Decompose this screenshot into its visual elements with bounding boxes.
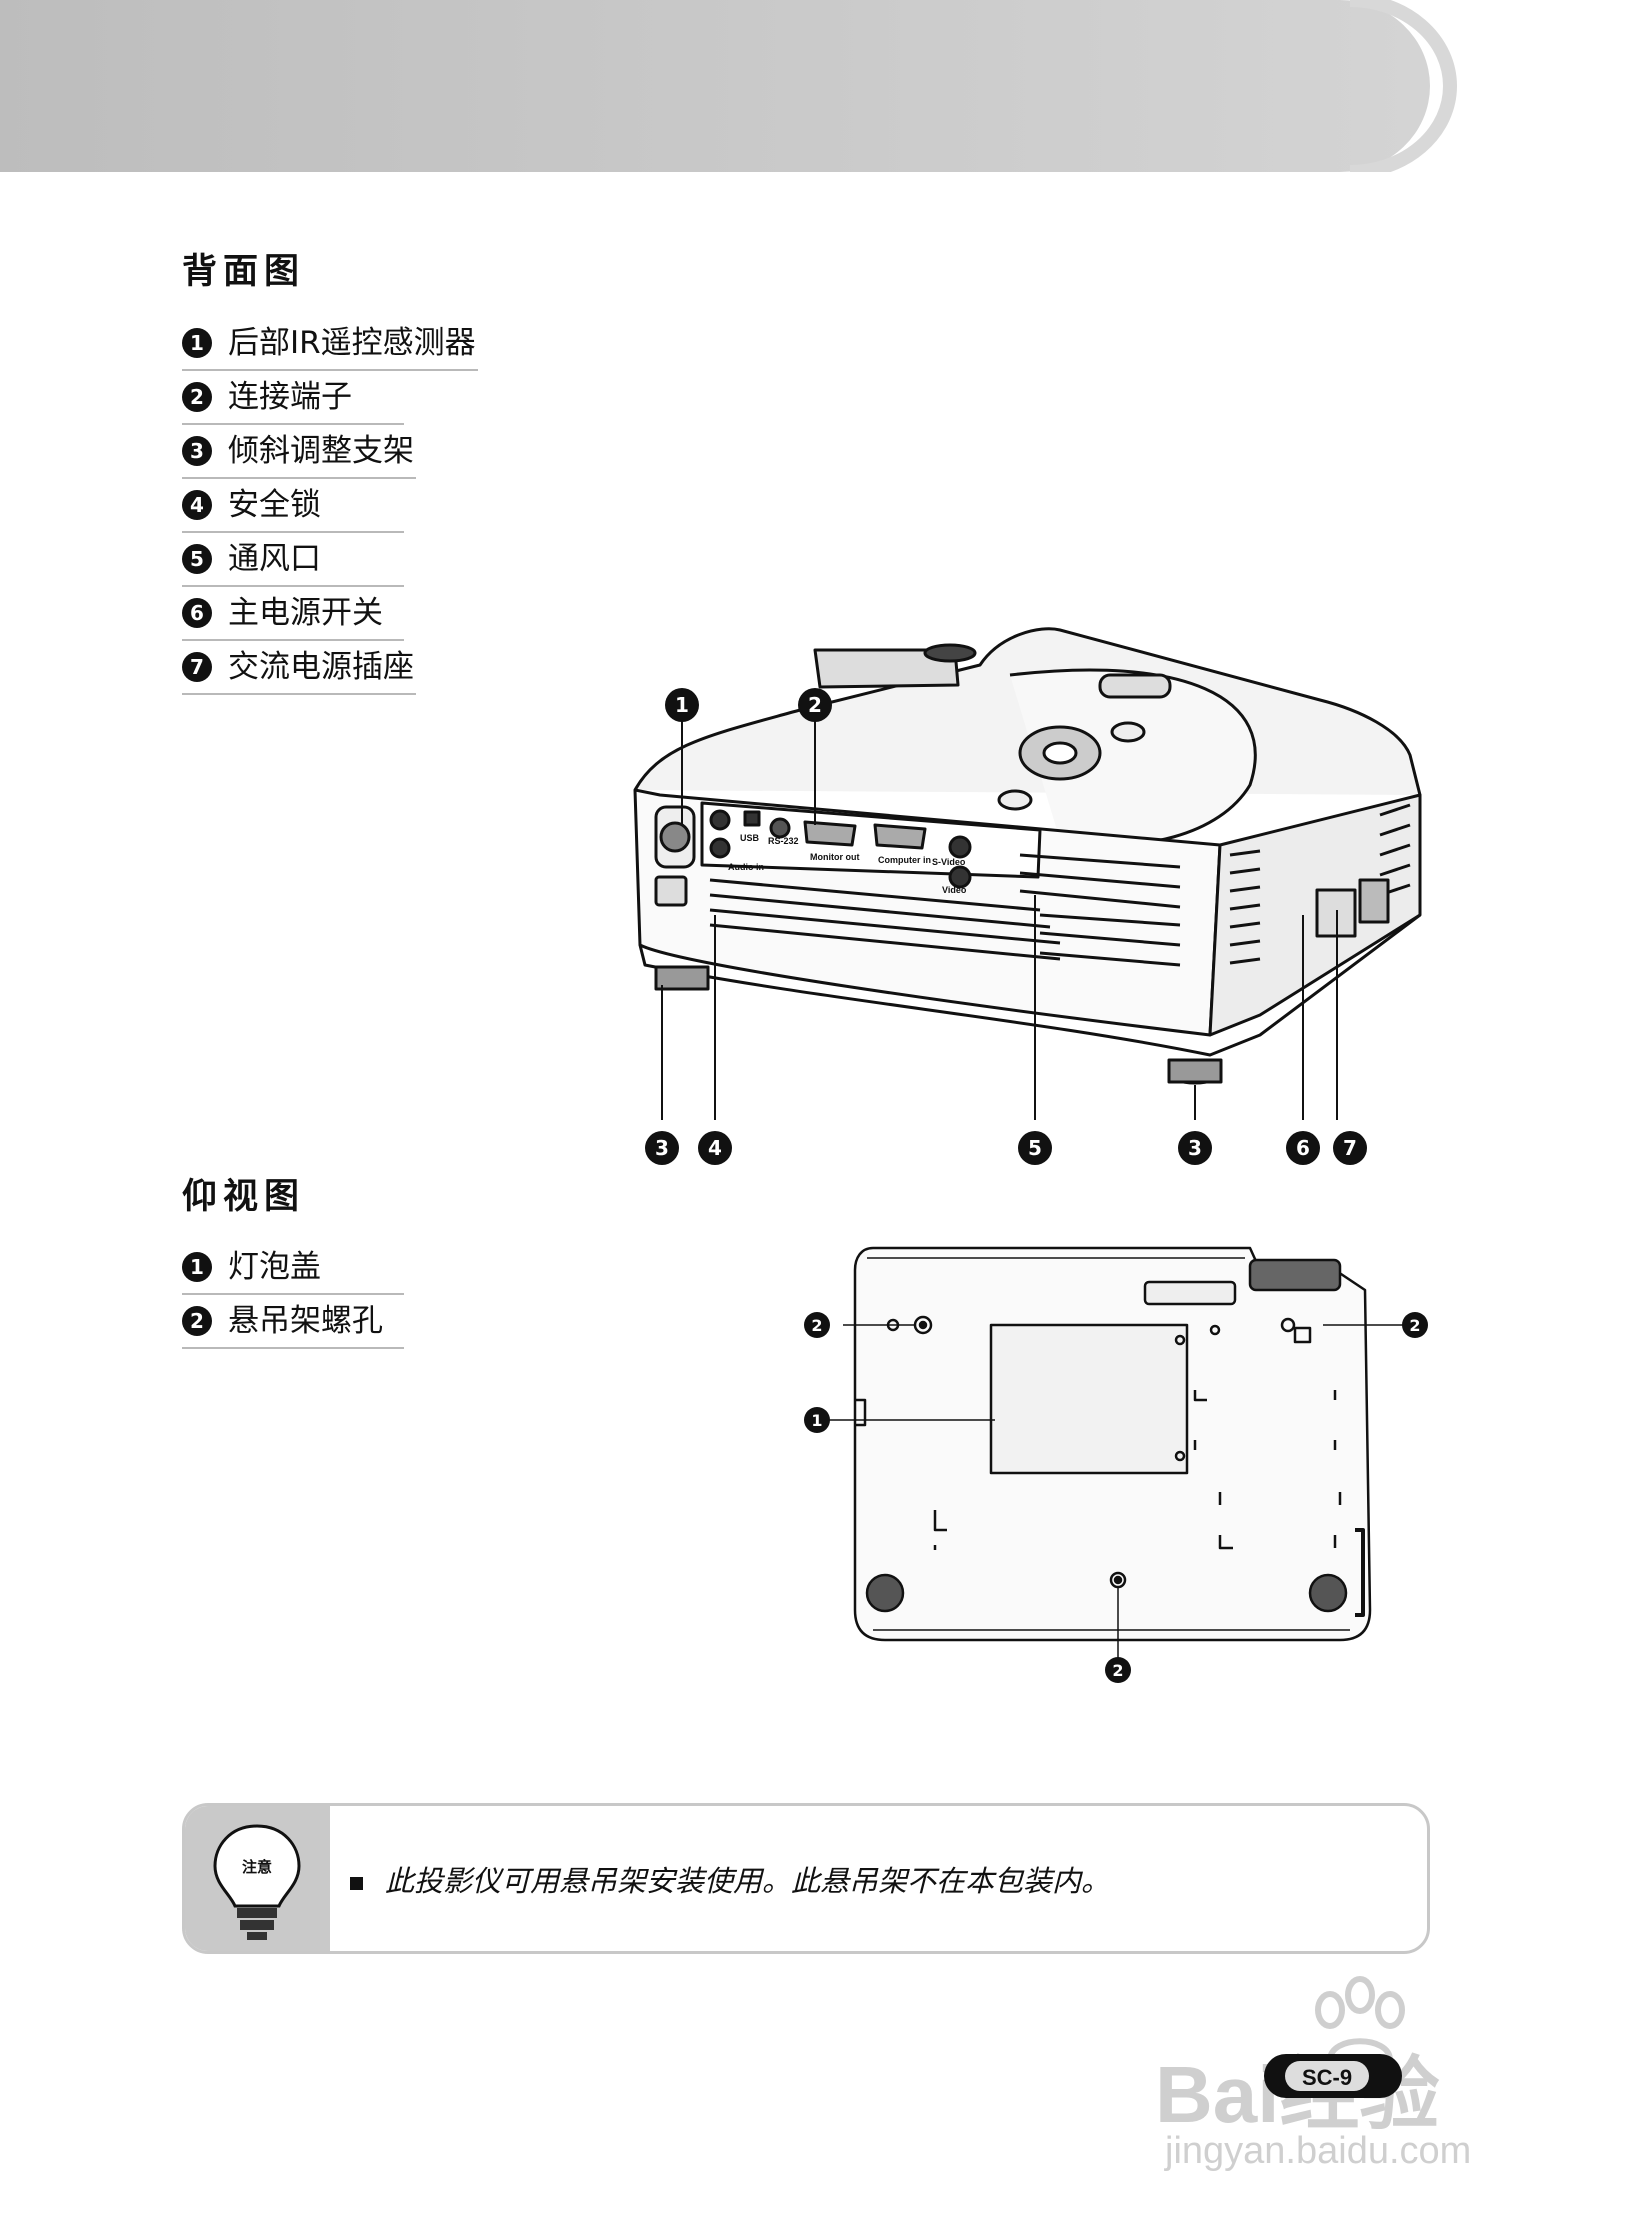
legend-item: 4 安全锁	[182, 479, 404, 533]
legend-label: 交流电源插座	[228, 648, 414, 685]
legend-item: 1 后部IR遥控感测器	[182, 317, 478, 371]
number-badge: 6	[182, 598, 212, 628]
note-text: 此投影仪可用悬吊架安装使用。此悬吊架不在本包装内。	[350, 1858, 1110, 1900]
callout-number: 7	[1343, 1136, 1357, 1160]
legend-item: 2 连接端子	[182, 371, 404, 425]
callout-number: 1	[675, 693, 689, 717]
callout-number: 5	[1028, 1136, 1042, 1160]
legend-item: 1 灯泡盖	[182, 1241, 404, 1295]
rear-view-title: 背面图	[182, 252, 306, 292]
page-number-pill: SC-9	[1264, 2054, 1402, 2098]
callout-number: 2	[1409, 1316, 1420, 1335]
header-band	[0, 0, 1457, 172]
port-label-video: Video	[942, 885, 967, 895]
legend-item: 6 主电源开关	[182, 587, 404, 641]
legend-label: 连接端子	[228, 378, 352, 415]
callout-number: 1	[811, 1411, 822, 1430]
number-badge: 2	[182, 1306, 212, 1336]
legend-label: 悬吊架螺孔	[228, 1302, 383, 1339]
port-label-monitor-out: Monitor out	[810, 852, 859, 862]
legend-item: 3 倾斜调整支架	[182, 425, 416, 479]
note-icon-label: 注意	[242, 1858, 272, 1876]
number-badge: 2	[182, 382, 212, 412]
legend-label: 灯泡盖	[228, 1248, 321, 1285]
callout-number: 3	[1188, 1136, 1202, 1160]
legend-label: 倾斜调整支架	[228, 432, 414, 469]
rear-view-illustration: USB RS-232 Audio in Monitor out Computer…	[633, 627, 1422, 1165]
legend-label: 主电源开关	[228, 594, 383, 631]
bottom-view-title: 仰视图	[182, 1177, 306, 1217]
number-badge: 7	[182, 652, 212, 682]
note-message: 此投影仪可用悬吊架安装使用。此悬吊架不在本包装内。	[385, 1864, 1111, 1898]
legend-item: 2 悬吊架螺孔	[182, 1295, 404, 1349]
port-label-audio-in: Audio in	[728, 862, 764, 872]
callout-number: 4	[708, 1136, 722, 1160]
legend-label: 通风口	[228, 540, 321, 577]
number-badge: 1	[182, 328, 212, 358]
number-badge: 3	[182, 436, 212, 466]
note-box: 注意 此投影仪可用悬吊架安装使用。此悬吊架不在本包装内。	[182, 1803, 1430, 1954]
page-number-badge: SC-9	[1263, 2053, 1403, 2099]
callout-number: 6	[1296, 1136, 1310, 1160]
callout-number: 2	[808, 693, 822, 717]
port-label-rs232: RS-232	[768, 836, 799, 846]
square-bullet-icon	[350, 1876, 363, 1890]
note-icon-cell: 注意	[185, 1806, 330, 1951]
legend-label: 后部IR遥控感测器	[228, 324, 476, 361]
callout-number: 2	[1112, 1661, 1123, 1680]
number-badge: 4	[182, 490, 212, 520]
legend-item: 7 交流电源插座	[182, 641, 416, 695]
watermark-url: jingyan.baidu.com	[1165, 2130, 1472, 2172]
rear-view-legend: 1 后部IR遥控感测器 2 连接端子 3 倾斜调整支架 4 安全锁 5 通风口 6 主电源开…	[182, 317, 478, 695]
page-number: SC-9	[1302, 2065, 1352, 2090]
callout-number: 2	[811, 1316, 822, 1335]
number-badge: 5	[182, 544, 212, 574]
legend-label: 安全锁	[228, 486, 321, 523]
bottom-view-illustration: 2 1 2 2	[804, 1246, 1428, 1683]
port-label-usb: USB	[740, 833, 760, 843]
legend-item: 5 通风口	[182, 533, 404, 587]
callout-number: 3	[655, 1136, 669, 1160]
bottom-view-legend: 1 灯泡盖 2 悬吊架螺孔	[182, 1241, 404, 1349]
lightbulb-icon: 注意	[213, 1824, 301, 1940]
number-badge: 1	[182, 1252, 212, 1282]
port-label-computer-in: Computer in	[878, 855, 931, 865]
port-label-s-video: S-Video	[932, 857, 966, 867]
